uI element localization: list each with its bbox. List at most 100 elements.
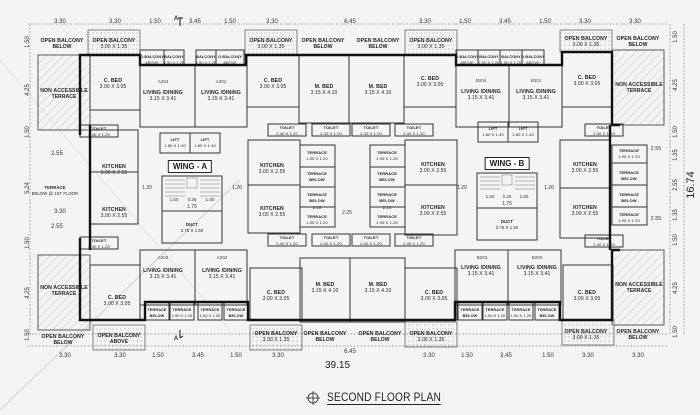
dim-bottom: 3.30 <box>423 353 435 359</box>
corridor-dim: 1.20 <box>142 185 152 191</box>
dim-left: 5.24 <box>25 182 31 194</box>
dim-right: 4.25 <box>673 282 679 294</box>
unit-number: A201 <box>215 79 227 84</box>
stair-dim: 1.75 <box>187 204 197 210</box>
open-balconies <box>87 29 615 351</box>
corridor-dim: 1.20 <box>232 185 242 191</box>
dim-top: 6.45 <box>344 19 356 25</box>
unit-number: A204 <box>157 79 169 84</box>
section-marker-bottom <box>179 330 184 339</box>
non-accessible-terraces <box>37 49 665 331</box>
dim-right: 2.55 <box>673 179 679 191</box>
stair-dim: 1.50 <box>485 194 495 199</box>
terrace-dim: 2.55 <box>650 216 662 222</box>
stair-dim: 0.25 <box>502 194 512 199</box>
dim-top: 3.45 <box>499 19 511 25</box>
dim-right: 1.35 <box>673 149 679 161</box>
dim-top: 3.30 <box>54 19 66 25</box>
dim-right: 1.50 <box>673 126 679 138</box>
dim-left: 4.25 <box>25 84 31 96</box>
stair-dim: 1.50 <box>169 197 179 202</box>
scan-artifact-line <box>0 179 241 411</box>
dim-right: 1.50 <box>673 234 679 246</box>
dim-left: 1.50 <box>25 329 31 341</box>
dim-left: 4.25 <box>25 287 31 299</box>
dim-top: 3.30 <box>629 19 641 25</box>
overall-width: 39.15 <box>325 360 351 371</box>
dim-right: 1.35 <box>673 209 679 221</box>
terrace-dim: 2.55 <box>51 224 63 230</box>
terrace-dim: 2.10 <box>312 205 322 210</box>
dim-bottom: 1.50 <box>152 353 164 359</box>
dim-bottom: 1.50 <box>461 353 473 359</box>
dim-top: 3.45 <box>189 19 201 25</box>
stair-dim: 1.50 <box>205 197 215 202</box>
dim-right: 1.50 <box>673 326 679 338</box>
corridor-dim: 2.25 <box>342 210 352 216</box>
dim-bottom: 3.45 <box>500 353 512 359</box>
wing-a-label: WING - A <box>167 160 213 173</box>
dim-bottom: 3.30 <box>632 353 644 359</box>
outer-walls <box>78 50 620 322</box>
compass-symbol-icon <box>306 391 320 405</box>
dim-right: 4.25 <box>673 79 679 91</box>
terrace-dim: 2.55 <box>51 151 63 157</box>
terrace-dim: 2.55 <box>650 146 662 152</box>
unit-number: B201 <box>530 78 542 83</box>
wing-b-label: WING - B <box>484 157 530 170</box>
